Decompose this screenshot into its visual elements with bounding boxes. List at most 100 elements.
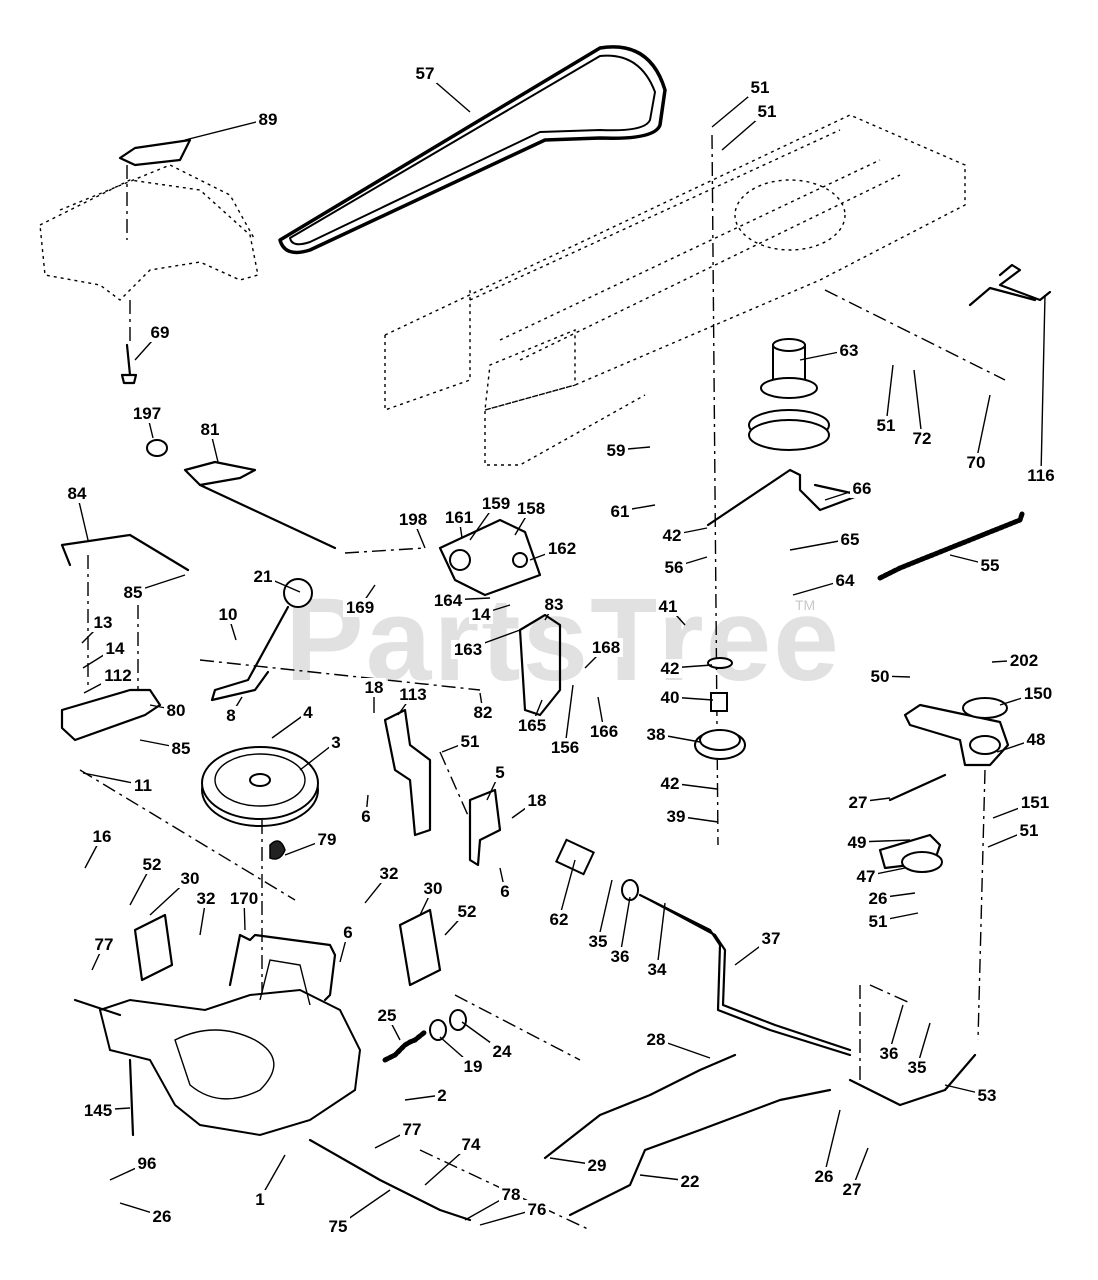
part-number-label: 151	[1021, 793, 1049, 812]
part-number-label: 26	[869, 889, 888, 908]
label-backing	[329, 733, 343, 752]
part-number-label: 3	[331, 733, 340, 752]
label-backing	[660, 526, 684, 545]
label-backing	[589, 638, 623, 657]
label-backing	[135, 1154, 159, 1173]
part-number-label: 42	[663, 526, 682, 545]
part-number-label: 64	[836, 571, 855, 590]
label-backing	[644, 1030, 668, 1049]
part-number-label: 59	[607, 441, 626, 460]
part-number-label: 75	[329, 1217, 348, 1236]
label-backing	[604, 441, 628, 460]
watermark-trademark: TM	[795, 597, 815, 613]
part-number-label: 6	[361, 807, 370, 826]
part-number-label: 13	[94, 613, 113, 632]
label-backing	[343, 598, 377, 617]
label-backing	[413, 64, 437, 83]
label-backing	[586, 932, 610, 951]
label-backing	[148, 323, 172, 342]
label-backing	[377, 864, 401, 883]
control-bracket	[438, 518, 542, 597]
lower-rod-22	[568, 1088, 832, 1217]
part-number-label: 96	[138, 1154, 157, 1173]
part-number-label: 14	[106, 639, 125, 658]
label-backing	[224, 706, 238, 725]
label-backing	[608, 947, 632, 966]
part-number-label: 36	[880, 1044, 899, 1063]
part-number-label: 83	[545, 595, 564, 614]
label-backing	[542, 595, 566, 614]
label-backing	[1017, 821, 1041, 840]
label-backing	[678, 1172, 702, 1191]
label-backing	[658, 774, 682, 793]
label-backing	[664, 807, 688, 826]
part-number-label: 39	[667, 807, 686, 826]
bushings	[429, 1009, 467, 1041]
tension-spring	[877, 511, 1025, 581]
part-number-label: 35	[589, 932, 608, 951]
part-number-label: 85	[124, 583, 143, 602]
part-number-label: 65	[841, 530, 860, 549]
label-backing	[515, 716, 549, 735]
idler-bracket	[888, 697, 1010, 1041]
part-number-label: 34	[648, 960, 667, 979]
leader-line-c70	[975, 394, 991, 463]
part-number-label: 113	[399, 685, 426, 704]
shift-lever	[210, 578, 313, 702]
leader-line-c72	[913, 369, 923, 439]
label-backing	[838, 530, 862, 549]
label-backing	[866, 912, 890, 931]
part-number-label: 30	[424, 879, 443, 898]
shift-shaft	[146, 439, 337, 550]
part-number-label: 49	[848, 833, 867, 852]
control-rod	[228, 933, 337, 1002]
label-backing	[251, 567, 275, 586]
drive-belt	[278, 45, 667, 255]
lift-rod	[60, 533, 190, 572]
label-backing	[431, 591, 465, 610]
label-backing	[301, 703, 315, 722]
leader-line-c34	[656, 902, 666, 970]
idler-pulley	[901, 851, 943, 873]
label-backing	[498, 882, 512, 901]
label-backing	[435, 1086, 449, 1105]
label-backing	[748, 78, 772, 97]
label-backing	[101, 666, 135, 685]
label-backing	[130, 404, 164, 423]
label-backing	[198, 420, 222, 439]
part-number-label: 165	[518, 716, 546, 735]
label-backing	[493, 763, 507, 782]
label-backing	[459, 1135, 483, 1154]
part-number-label: 36	[611, 947, 630, 966]
leader-line-c156	[564, 684, 574, 748]
part-number-label: 18	[528, 791, 547, 810]
label-backing	[359, 807, 373, 826]
label-backing	[90, 827, 114, 846]
label-backing	[812, 1167, 836, 1186]
part-number-label: 14	[472, 605, 491, 624]
transaxle	[73, 959, 472, 1222]
part-number-label: 79	[318, 830, 337, 849]
lower-rod-53	[848, 1053, 977, 1107]
part-number-label: 72	[913, 429, 932, 448]
label-backing	[608, 502, 632, 521]
label-backing	[253, 1190, 267, 1209]
label-backing	[755, 102, 779, 121]
label-backing	[1021, 684, 1055, 703]
part-number-label: 159	[482, 494, 510, 513]
part-number-label: 51	[751, 78, 770, 97]
part-number-label: 55	[981, 556, 1000, 575]
part-number-label: 1	[255, 1190, 264, 1209]
part-number-label: 22	[681, 1172, 700, 1191]
label-backing	[458, 732, 482, 751]
part-number-label: 35	[908, 1058, 927, 1077]
label-backing	[1018, 793, 1052, 812]
label-backing	[103, 639, 127, 658]
label-backing	[400, 1120, 424, 1139]
label-backing	[585, 1156, 609, 1175]
leader-line-c89	[184, 118, 269, 141]
part-number-label: 74	[462, 1135, 481, 1154]
label-backing	[469, 605, 493, 624]
part-number-label: 6	[500, 882, 509, 901]
label-backing	[362, 678, 386, 697]
